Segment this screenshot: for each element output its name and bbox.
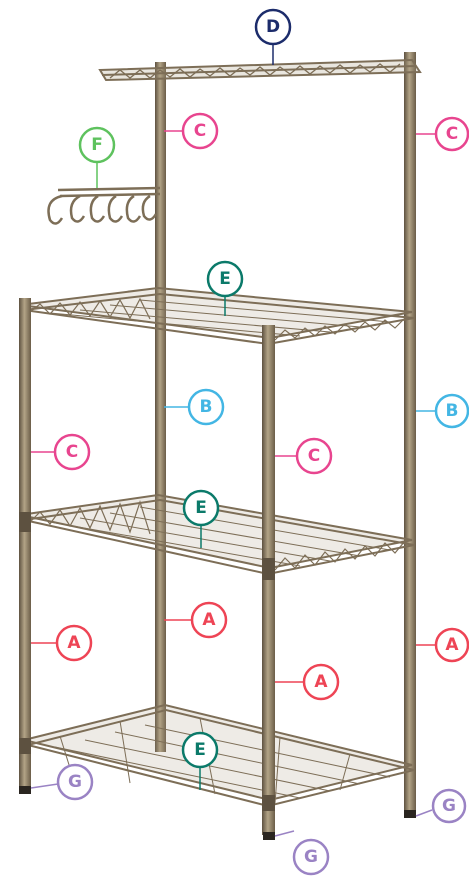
callout-A-front-left: A xyxy=(55,624,93,662)
callout-C-top-left: C xyxy=(181,112,219,150)
leader-lines xyxy=(30,45,436,837)
callout-label-B: B xyxy=(446,401,459,421)
callout-E-upper: E xyxy=(206,260,244,298)
callout-label-G: G xyxy=(68,772,82,792)
callout-label-A: A xyxy=(202,610,216,630)
callout-label-C: C xyxy=(308,446,320,466)
callout-A-back-left: A xyxy=(190,601,228,639)
callout-A-back-right: A xyxy=(434,627,469,663)
callout-A-front-right: A xyxy=(302,663,340,701)
callout-G-right: G xyxy=(431,788,467,824)
back-right-pole xyxy=(404,52,416,812)
top-shelf xyxy=(98,58,422,82)
hook-bar xyxy=(47,186,161,225)
callout-C-left: C xyxy=(53,433,91,471)
callout-C-right: C xyxy=(295,437,333,475)
callout-E-middle: E xyxy=(182,489,220,527)
callout-G-left: G xyxy=(56,763,94,801)
front-left-pole xyxy=(19,298,31,788)
callout-B-right: B xyxy=(434,393,469,429)
callout-label-G: G xyxy=(304,847,318,867)
callout-label-E: E xyxy=(195,498,207,518)
callout-label-F: F xyxy=(91,135,103,155)
callout-label-C: C xyxy=(194,121,206,141)
back-left-pole xyxy=(155,62,166,752)
callout-label-E: E xyxy=(219,269,231,289)
callout-label-C: C xyxy=(66,442,78,462)
callout-D: D xyxy=(254,8,292,46)
callout-label-C: C xyxy=(446,124,458,144)
front-right-pole xyxy=(262,325,275,835)
callout-C-top-right: C xyxy=(434,116,469,152)
callout-F: F xyxy=(78,126,116,164)
callout-label-D: D xyxy=(266,17,280,37)
leveling-feet xyxy=(19,786,416,840)
callout-label-E: E xyxy=(194,740,206,760)
callout-label-A: A xyxy=(314,672,328,692)
callout-label-A: A xyxy=(67,633,81,653)
callout-label-G: G xyxy=(442,796,456,816)
callout-G-front: G xyxy=(292,838,330,876)
callout-E-bottom: E xyxy=(181,731,219,769)
callout-label-B: B xyxy=(200,397,213,417)
middle-shelf xyxy=(19,493,415,576)
upper-shelf xyxy=(19,286,415,346)
callout-label-A: A xyxy=(445,635,459,655)
callout-B-left: B xyxy=(187,388,225,426)
